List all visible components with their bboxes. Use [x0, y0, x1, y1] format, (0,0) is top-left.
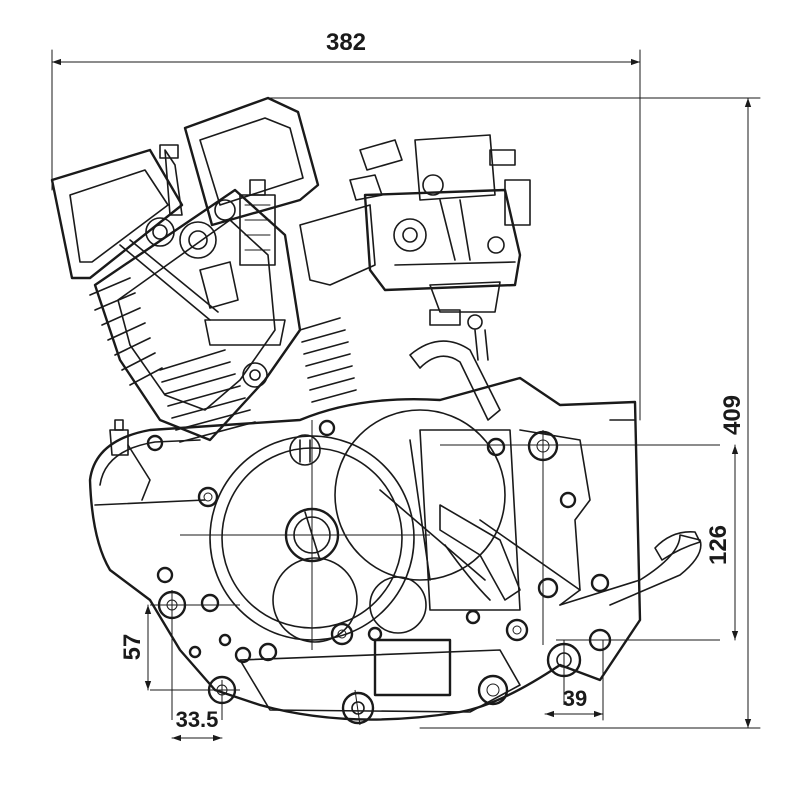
dimension-mount-horizontal-left: 33.5	[171, 707, 223, 742]
center-lines	[150, 420, 720, 726]
dimension-label-overall-width: 382	[326, 29, 366, 56]
dimension-overall-width: 382	[51, 29, 641, 421]
dimension-label-mount-vertical-left: 57	[119, 634, 146, 661]
dimension-label-mount-horizontal-right: 39	[563, 686, 587, 711]
cooling-fins-left	[89, 277, 163, 386]
dimension-mount-vertical-right: 126	[705, 444, 739, 641]
dimension-label-mount-horizontal-left: 33.5	[176, 707, 219, 732]
dimension-mount-vertical-left: 57	[119, 604, 152, 691]
engine-outline	[50, 96, 702, 725]
dimension-overall-height: 409	[269, 97, 761, 729]
cooling-fins-rear	[299, 317, 357, 403]
dimension-mount-horizontal-right: 39	[544, 639, 604, 721]
cooling-fins-front	[159, 349, 256, 443]
dimension-label-overall-height: 409	[719, 395, 746, 435]
carburetor	[299, 134, 531, 361]
dimension-label-mount-vertical-right: 126	[705, 525, 732, 565]
